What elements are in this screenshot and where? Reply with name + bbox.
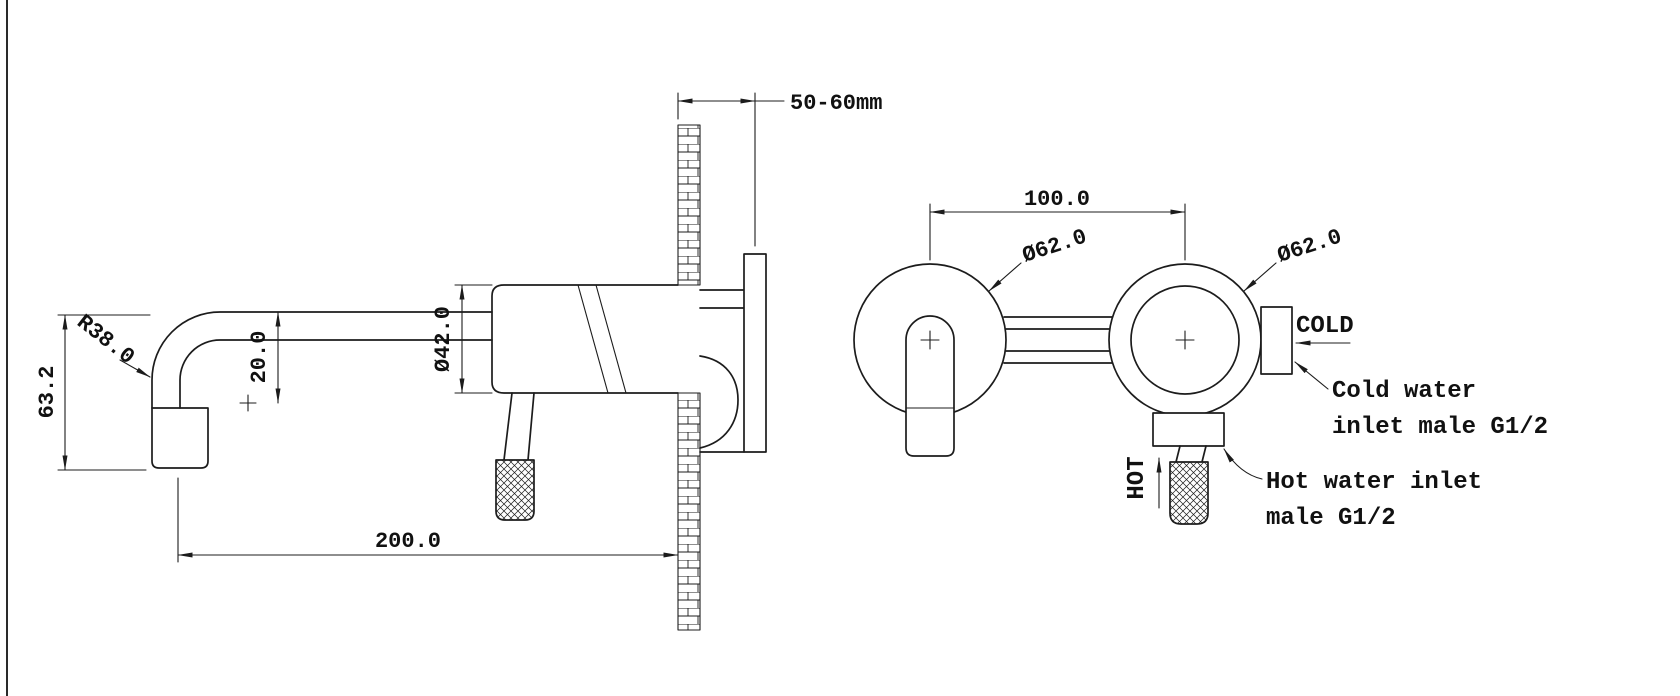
- front-view: 100.0 Ø62.0 Ø62.0 COLD Cold water inlet …: [853, 187, 1548, 532]
- cold-inlet: [1260, 306, 1293, 375]
- dim-spout-drop: 20.0: [239, 311, 281, 412]
- hot-note-leader: [1223, 448, 1263, 480]
- cold-inlet-note: Cold water inlet male G1/2: [1294, 361, 1548, 441]
- hot-inlet: [1152, 412, 1225, 447]
- label-hot-note-line2: male G1/2: [1266, 505, 1396, 532]
- label-cold-note-line1: Cold water: [1332, 378, 1476, 405]
- handle-lever-front: [1175, 445, 1207, 463]
- hot-inlet-note: Hot water inlet male G1/2: [1223, 448, 1482, 532]
- cold-note-leader: [1294, 361, 1329, 390]
- spout-front: [905, 315, 955, 457]
- dim-spout-radius: R38.0: [72, 310, 151, 378]
- handle-grip-side: [495, 459, 535, 521]
- radius-leader: [119, 359, 151, 378]
- diameter-leader: [988, 262, 1022, 292]
- extension-lines: [57, 314, 151, 471]
- dim-spout-escutcheon-diameter: Ø62.0: [988, 224, 1090, 292]
- label-hole-spacing: 100.0: [1024, 187, 1090, 212]
- label-handle-escutcheon-diameter: Ø62.0: [1274, 224, 1345, 268]
- label-wall-thickness: 50-60mm: [790, 91, 882, 116]
- label-spout-radius: R38.0: [72, 310, 139, 370]
- label-cold-note-line2: inlet male G1/2: [1332, 414, 1548, 441]
- connecting-pipes: [1003, 316, 1113, 364]
- handle-center-mark: [1175, 330, 1195, 350]
- spout-inner-curve: [179, 339, 493, 409]
- dim-body-diameter: Ø42.0: [431, 284, 493, 394]
- label-spout-height: 63.2: [35, 366, 60, 419]
- spout-outlet: [151, 407, 209, 469]
- label-hot: HOT: [1124, 456, 1151, 499]
- handle-joint-lines: [577, 284, 627, 394]
- label-hot-note-line1: Hot water inlet: [1266, 469, 1482, 496]
- arc-center-mark: [239, 394, 257, 412]
- label-body-diameter: Ø42.0: [431, 306, 456, 372]
- dim-hole-spacing: 100.0: [929, 187, 1186, 261]
- roughin-mounting-plate: [743, 253, 767, 453]
- label-spout-reach: 200.0: [375, 529, 441, 554]
- hot-flow-annotation: HOT: [1124, 456, 1162, 509]
- cold-flow-annotation: COLD: [1295, 313, 1354, 346]
- side-view: 50-60mm 63.2 R38.0 20.0 Ø42.0: [35, 91, 882, 631]
- dim-handle-escutcheon-diameter: Ø62.0: [1243, 224, 1345, 292]
- diameter-leader: [1243, 262, 1277, 292]
- handle-lever-side: [503, 392, 535, 461]
- extension-lines: [454, 284, 493, 394]
- extension-lines: [677, 92, 756, 247]
- wall-hatch-bottom: [677, 392, 701, 631]
- roughin-valve-body: [699, 289, 745, 453]
- label-spout-drop: 20.0: [247, 331, 272, 384]
- mixer-body: [491, 284, 679, 394]
- dim-wall-thickness: 50-60mm: [677, 91, 882, 247]
- label-cold: COLD: [1296, 313, 1354, 340]
- handle-escutcheon-inner: [1130, 285, 1240, 395]
- spout-center-mark: [920, 330, 940, 350]
- wall-hatch-top: [677, 124, 701, 286]
- handle-grip-front: [1169, 461, 1209, 525]
- dim-spout-reach: 200.0: [177, 477, 679, 563]
- dim-spout-height: 63.2: [35, 314, 151, 471]
- label-spout-escutcheon-diameter: Ø62.0: [1019, 224, 1090, 268]
- spout-outer-curve: [151, 311, 493, 409]
